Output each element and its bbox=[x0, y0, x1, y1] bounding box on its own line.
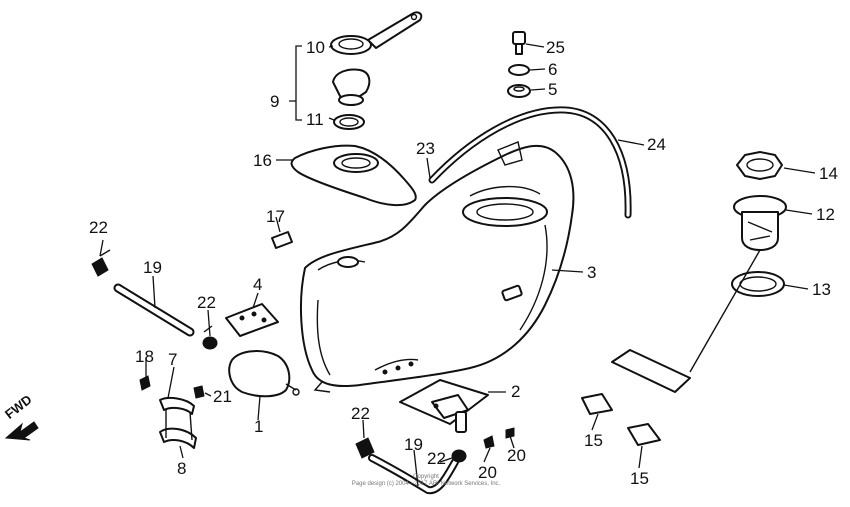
leader-lines bbox=[99, 43, 816, 487]
callout-20b: 20 bbox=[507, 446, 526, 465]
callout-6: 6 bbox=[548, 60, 558, 79]
callout-20a: 20 bbox=[478, 463, 497, 482]
callout-1: 1 bbox=[254, 417, 264, 436]
tank-cushions bbox=[581, 393, 661, 446]
callout-5: 5 bbox=[548, 80, 558, 99]
fuel-sender-assembly bbox=[611, 151, 787, 393]
copyright-notice: Copyright Page design (c) 2004 - 2017 AR… bbox=[336, 474, 516, 488]
hose-clip-middle bbox=[202, 325, 218, 350]
mount-bolt-set bbox=[507, 31, 531, 98]
fuel-filter-unit bbox=[228, 350, 300, 398]
callout-16: 16 bbox=[253, 151, 272, 170]
fwd-arrow-icon bbox=[4, 421, 39, 441]
callout-22d: 22 bbox=[427, 449, 446, 468]
callout-15b: 15 bbox=[630, 469, 649, 488]
callout-4: 4 bbox=[253, 275, 263, 294]
bracket-17 bbox=[271, 231, 293, 249]
fuel-cock-bracket bbox=[225, 303, 279, 337]
fuel-hose-upper bbox=[113, 283, 195, 337]
callout-15a: 15 bbox=[584, 431, 603, 450]
callout-11: 11 bbox=[306, 110, 324, 129]
fuel-cock bbox=[399, 379, 489, 433]
callout-17: 17 bbox=[266, 207, 285, 226]
copyright-line-2: Page design (c) 2004 - 2017 ARI Network … bbox=[351, 480, 501, 487]
fuel-hose-lower bbox=[355, 427, 515, 495]
copyright-line-1: Copyright bbox=[413, 474, 439, 480]
callout-7: 7 bbox=[168, 350, 178, 369]
hose-clip-upper-left bbox=[91, 249, 111, 277]
callout-25: 25 bbox=[546, 38, 565, 57]
callout-2: 2 bbox=[511, 382, 521, 401]
callout-3: 3 bbox=[587, 263, 597, 282]
filler-cap-assembly bbox=[330, 11, 423, 130]
callout-14: 14 bbox=[819, 164, 838, 183]
callout-19a: 19 bbox=[143, 258, 162, 277]
tank-cover bbox=[290, 144, 417, 206]
callout-22a: 22 bbox=[89, 218, 108, 237]
callout-18: 18 bbox=[135, 347, 154, 366]
filter-clamp bbox=[139, 375, 205, 449]
callout-22c: 22 bbox=[351, 404, 370, 423]
callout-24: 24 bbox=[647, 135, 666, 154]
callout-12: 12 bbox=[816, 205, 835, 224]
callout-10: 10 bbox=[306, 38, 325, 57]
callout-9: 9 bbox=[270, 92, 280, 111]
breather-tube bbox=[428, 106, 632, 219]
callout-19b: 19 bbox=[404, 435, 423, 454]
fuel-tank bbox=[299, 141, 575, 393]
callout-23: 23 bbox=[416, 139, 435, 158]
callout-21: 21 bbox=[213, 387, 232, 406]
callout-13: 13 bbox=[812, 280, 831, 299]
callout-22b: 22 bbox=[197, 293, 216, 312]
callout-8: 8 bbox=[177, 459, 187, 478]
